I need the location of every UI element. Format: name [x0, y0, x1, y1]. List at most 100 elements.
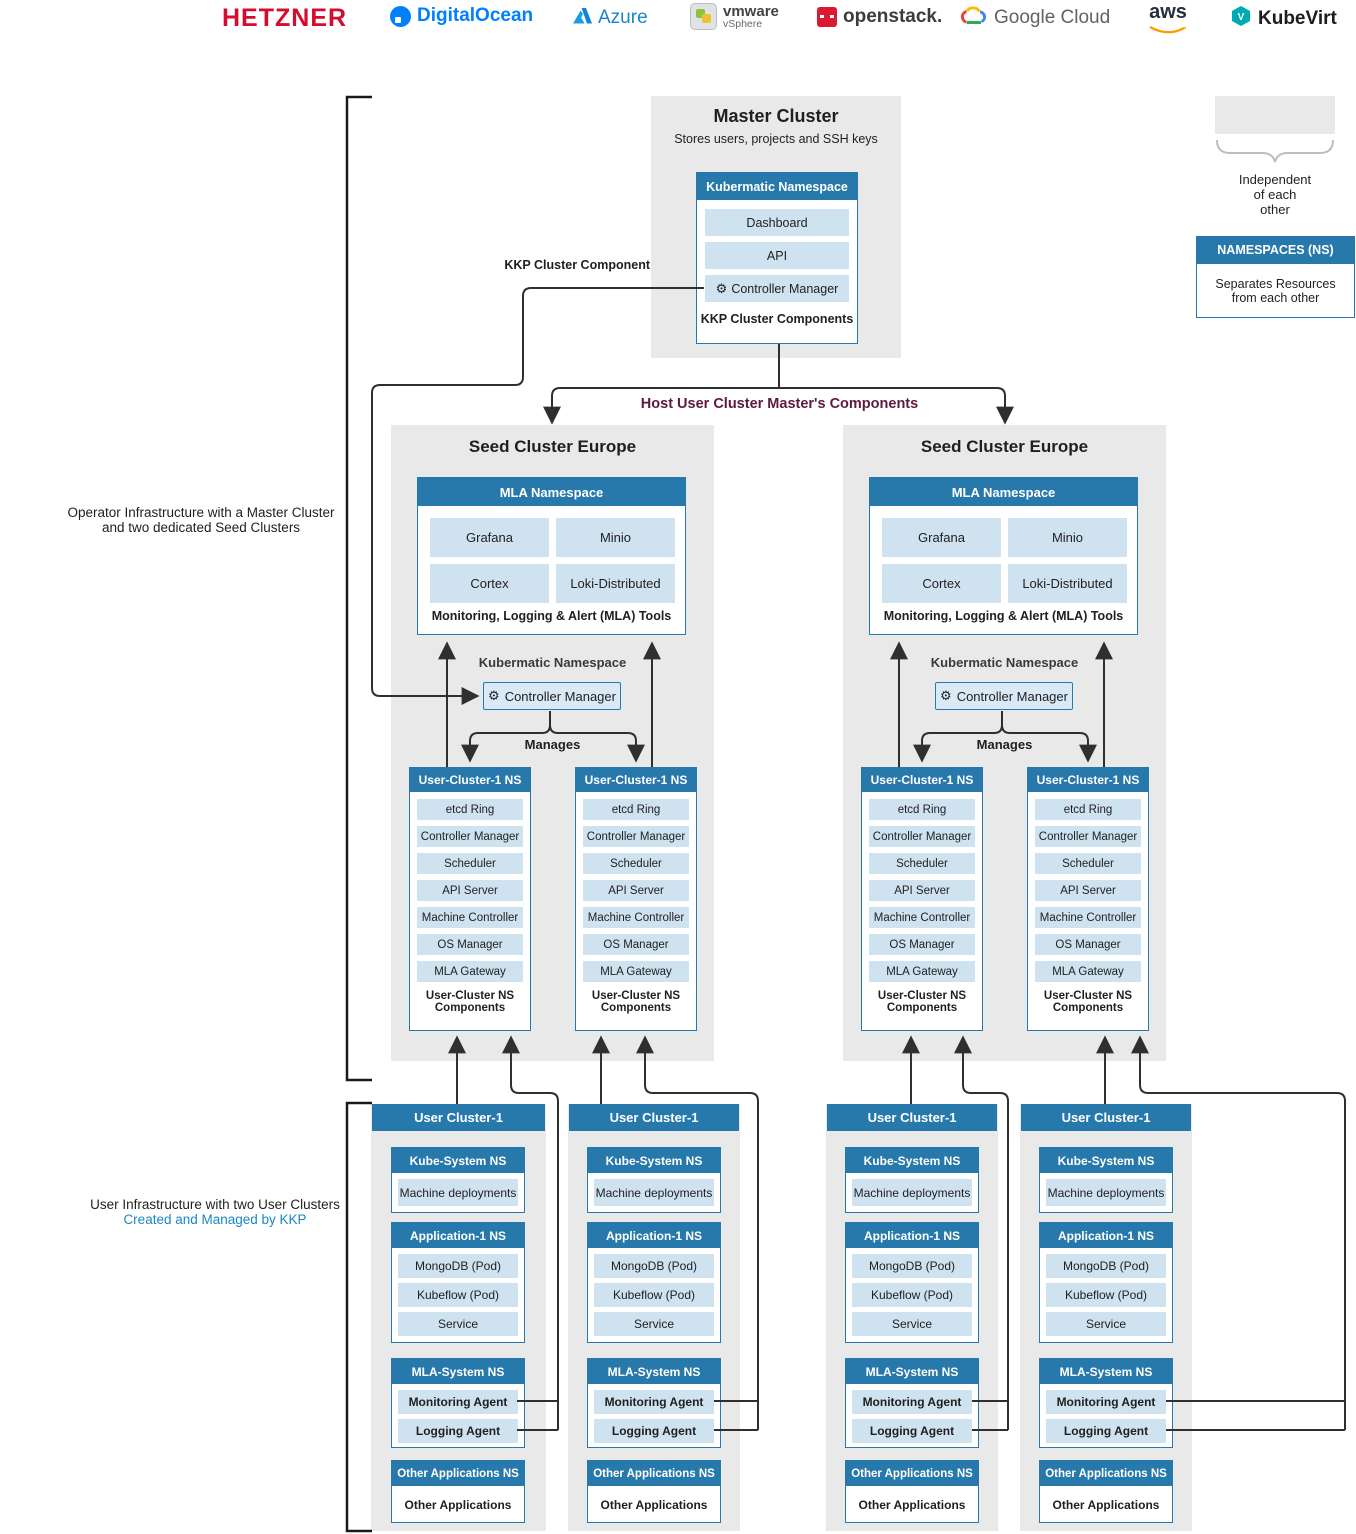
kube-system-ns-box: Kube-System NS Machine deployments — [391, 1147, 525, 1213]
azure-icon — [572, 7, 592, 29]
aws-wordmark: aws — [1149, 1, 1187, 23]
monitoring-agent-item: Monitoring Agent — [1046, 1390, 1166, 1414]
kubevirt-icon: V — [1230, 5, 1252, 32]
cortex-item: Cortex — [430, 564, 549, 603]
os-manager-item: OS Manager — [417, 934, 523, 955]
seed-title: Seed Cluster Europe — [468, 437, 637, 456]
mla-gateway-item: MLA Gateway — [869, 961, 975, 982]
machine-deployments-item: Machine deployments — [398, 1179, 518, 1206]
user-cluster-column-3: User Cluster-1 Kube-System NS Machine de… — [826, 1104, 998, 1531]
machine-deployments-item: Machine deployments — [594, 1179, 714, 1206]
os-manager-item: OS Manager — [869, 934, 975, 955]
mla-system-ns-box: MLA-System NS Monitoring Agent Logging A… — [1039, 1358, 1173, 1448]
kubeflow-pod-item: Kubeflow (Pod) — [1046, 1283, 1166, 1307]
kube-system-ns-header: Kube-System NS — [1040, 1148, 1172, 1173]
legend-namespace-sample-box — [1215, 96, 1335, 134]
mla-tools-grid: Grafana Minio Cortex Loki-Distributed — [882, 518, 1127, 603]
mla-gateway-item: MLA Gateway — [1035, 961, 1141, 982]
kubermatic-namespace-label: Kubermatic Namespace — [930, 655, 1079, 670]
cortex-item: Cortex — [882, 564, 1001, 603]
application-1-ns-header: Application-1 NS — [1040, 1223, 1172, 1248]
mla-system-ns-header: MLA-System NS — [588, 1359, 720, 1384]
kubermatic-namespace-header: Kubermatic Namespace — [697, 173, 857, 200]
host-components-label: Host User Cluster Master's Components — [640, 396, 919, 412]
mla-namespace-header: MLA Namespace — [870, 478, 1137, 506]
kube-system-ns-header: Kube-System NS — [392, 1148, 524, 1173]
user-cluster-header: User Cluster-1 — [372, 1104, 545, 1131]
logo-aws: aws — [1148, 2, 1188, 40]
logging-agent-item: Logging Agent — [1046, 1419, 1166, 1443]
independent-label: Independent of each other — [1238, 172, 1312, 217]
user-cluster-column-2: User Cluster-1 Kube-System NS Machine de… — [568, 1104, 740, 1531]
seed-controller-manager: ⚙ Controller Manager — [483, 682, 621, 710]
loki-item: Loki-Distributed — [556, 564, 675, 603]
monitoring-agent-item: Monitoring Agent — [594, 1390, 714, 1414]
logo-openstack: openstack. — [817, 6, 942, 28]
master-cluster-subtitle: Stores users, projects and SSH keys — [674, 132, 878, 146]
user-cluster-ns-footer: User-Cluster NS Components — [425, 990, 515, 1014]
logo-hetzner: HETZNER — [222, 4, 347, 33]
master-cluster-title: Master Cluster — [713, 106, 839, 126]
grafana-item: Grafana — [430, 518, 549, 557]
machine-controller-item: Machine Controller — [1035, 907, 1141, 928]
controller-manager-item: Controller Manager — [583, 826, 689, 847]
user-cluster-column-1: User Cluster-1 Kube-System NS Machine de… — [371, 1104, 546, 1531]
kubeflow-pod-item: Kubeflow (Pod) — [852, 1283, 972, 1307]
mongodb-pod-item: MongoDB (Pod) — [594, 1254, 714, 1278]
user-cluster-ns-box-4: User-Cluster-1 NS etcd Ring Controller M… — [1027, 767, 1149, 1031]
mla-system-ns-header: MLA-System NS — [846, 1359, 978, 1384]
application-1-ns-header: Application-1 NS — [846, 1223, 978, 1248]
application-1-ns-box: Application-1 NS MongoDB (Pod) Kubeflow … — [845, 1222, 979, 1343]
seed-cluster-right-panel: Seed Cluster Europe MLA Namespace Grafan… — [843, 425, 1166, 1061]
operator-infrastructure-bracket — [345, 95, 372, 1082]
user-cluster-ns-footer: User-Cluster NS Components — [591, 990, 681, 1014]
namespaces-legend-header: NAMESPACES (NS) — [1196, 236, 1355, 264]
logo-kubevirt: V KubeVirt — [1230, 5, 1337, 32]
user-cluster-header: User Cluster-1 — [569, 1104, 739, 1131]
monitoring-agent-item: Monitoring Agent — [398, 1390, 518, 1414]
mla-system-ns-box: MLA-System NS Monitoring Agent Logging A… — [845, 1358, 979, 1448]
gear-icon: ⚙ — [940, 688, 952, 703]
mla-system-ns-box: MLA-System NS Monitoring Agent Logging A… — [391, 1358, 525, 1448]
manages-label: Manages — [524, 737, 581, 752]
manages-label: Manages — [976, 737, 1033, 752]
controller-manager-item: Controller Manager — [1035, 826, 1141, 847]
mla-system-ns-header: MLA-System NS — [1040, 1359, 1172, 1384]
google-cloud-icon — [960, 5, 988, 31]
mla-tools-label: Monitoring, Logging & Alert (MLA) Tools — [883, 609, 1124, 623]
scheduler-item: Scheduler — [1035, 853, 1141, 874]
user-cluster-header: User Cluster-1 — [1021, 1104, 1191, 1131]
controller-manager-item: ⚙ Controller Manager — [705, 275, 849, 302]
logo-google-cloud: Google Cloud — [960, 5, 1110, 31]
mla-namespace-box: MLA Namespace Grafana Minio Cortex Loki-… — [869, 477, 1138, 635]
machine-deployments-item: Machine deployments — [1046, 1179, 1166, 1206]
kube-system-ns-header: Kube-System NS — [846, 1148, 978, 1173]
azure-wordmark: Azure — [598, 7, 648, 28]
kubeflow-pod-item: Kubeflow (Pod) — [594, 1283, 714, 1307]
api-server-item: API Server — [583, 880, 689, 901]
svg-text:V: V — [1238, 12, 1245, 23]
minio-item: Minio — [556, 518, 675, 557]
other-applications-item: Other Applications — [858, 1498, 966, 1512]
application-1-ns-box: Application-1 NS MongoDB (Pod) Kubeflow … — [391, 1222, 525, 1343]
mongodb-pod-item: MongoDB (Pod) — [852, 1254, 972, 1278]
mla-system-ns-box: MLA-System NS Monitoring Agent Logging A… — [587, 1358, 721, 1448]
other-applications-item: Other Applications — [1052, 1498, 1160, 1512]
dashboard-item: Dashboard — [705, 209, 849, 236]
user-cluster-ns-footer: User-Cluster NS Components — [1043, 990, 1133, 1014]
seed-cluster-left-panel: Seed Cluster Europe MLA Namespace Grafan… — [391, 425, 714, 1061]
logging-agent-item: Logging Agent — [594, 1419, 714, 1443]
hetzner-wordmark: HETZNER — [222, 4, 348, 32]
controller-manager-item: Controller Manager — [417, 826, 523, 847]
application-1-ns-header: Application-1 NS — [588, 1223, 720, 1248]
user-cluster-ns-header: User-Cluster-1 NS — [576, 768, 696, 792]
other-applications-ns-header: Other Applications NS — [588, 1461, 720, 1486]
kube-system-ns-box: Kube-System NS Machine deployments — [845, 1147, 979, 1213]
application-1-ns-box: Application-1 NS MongoDB (Pod) Kubeflow … — [1039, 1222, 1173, 1343]
vmware-wordmark: vmware — [723, 2, 779, 20]
mla-namespace-box: MLA Namespace Grafana Minio Cortex Loki-… — [417, 477, 686, 635]
user-infrastructure-bracket — [345, 1101, 372, 1533]
master-cluster-panel: Master Cluster Stores users, projects an… — [651, 96, 901, 358]
user-cluster-column-4: User Cluster-1 Kube-System NS Machine de… — [1020, 1104, 1192, 1531]
